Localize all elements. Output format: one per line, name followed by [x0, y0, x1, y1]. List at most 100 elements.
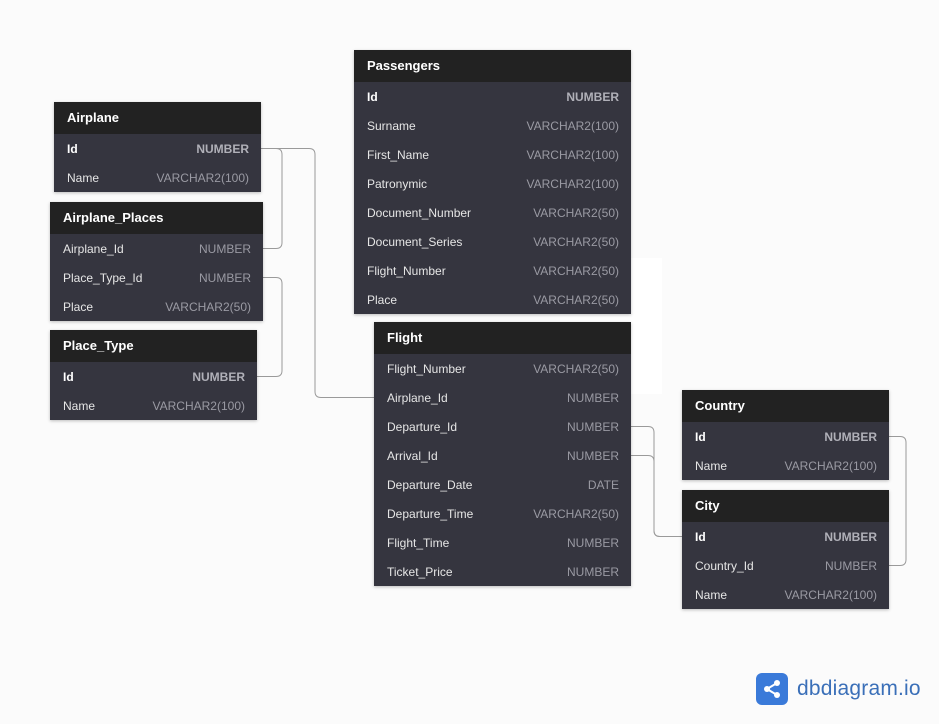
field-name: Patronymic — [367, 176, 428, 191]
table-row[interactable]: Id NUMBER — [54, 134, 261, 163]
table-title[interactable]: Flight — [374, 322, 631, 354]
field-type: NUMBER — [198, 241, 251, 256]
table-row[interactable]: First_Name VARCHAR2(100) — [354, 140, 631, 169]
table-title[interactable]: Passengers — [354, 50, 631, 82]
table-airplane[interactable]: Airplane Id NUMBER Name VARCHAR2(100) — [54, 102, 261, 192]
field-name: Place — [63, 299, 94, 314]
table-row[interactable]: Document_Number VARCHAR2(50) — [354, 198, 631, 227]
table-country[interactable]: Country Id NUMBER Name VARCHAR2(100) — [682, 390, 889, 480]
link-flight-arrival-id-city-id — [631, 455, 682, 537]
field-type: VARCHAR2(50) — [533, 234, 619, 249]
table-row[interactable]: Flight_Time NUMBER — [374, 528, 631, 557]
field-name: Id — [367, 89, 378, 104]
field-type: VARCHAR2(50) — [533, 263, 619, 278]
field-type: VARCHAR2(50) — [533, 361, 619, 376]
field-type: VARCHAR2(100) — [784, 458, 877, 473]
brand-name: dbdiagram.io — [797, 677, 921, 700]
table-row[interactable]: Id NUMBER — [50, 362, 257, 391]
field-name: Name — [695, 587, 728, 602]
table-row[interactable]: Name VARCHAR2(100) — [682, 451, 889, 480]
link-country-id-city-country-id — [889, 436, 907, 566]
field-type: NUMBER — [196, 141, 249, 156]
table-passengers[interactable]: Passengers Id NUMBER Surname VARCHAR2(10… — [354, 50, 631, 314]
table-row[interactable]: Patronymic VARCHAR2(100) — [354, 169, 631, 198]
field-name: Name — [67, 170, 100, 185]
table-title[interactable]: Airplane — [54, 102, 261, 134]
field-name: Document_Series — [367, 234, 463, 249]
field-name: Place — [367, 292, 398, 307]
table-row[interactable]: Place_Type_Id NUMBER — [50, 263, 263, 292]
table-row[interactable]: Name VARCHAR2(100) — [50, 391, 257, 420]
field-name: Id — [67, 141, 78, 156]
table-city[interactable]: City Id NUMBER Country_Id NUMBER Name VA… — [682, 490, 889, 609]
table-title[interactable]: Airplane_Places — [50, 202, 263, 234]
field-type: NUMBER — [824, 429, 877, 444]
dbdiagram-brand[interactable]: dbdiagram.io — [756, 673, 921, 705]
table-title[interactable]: City — [682, 490, 889, 522]
field-type: VARCHAR2(100) — [784, 587, 877, 602]
field-type: VARCHAR2(100) — [526, 118, 619, 133]
field-name: First_Name — [367, 147, 430, 162]
field-name: Id — [695, 529, 706, 544]
field-type: NUMBER — [824, 558, 877, 573]
field-type: NUMBER — [824, 529, 877, 544]
field-name: Airplane_Id — [63, 241, 124, 256]
table-row[interactable]: Place VARCHAR2(50) — [50, 292, 263, 321]
field-name: Departure_Date — [387, 477, 473, 492]
table-row[interactable]: Departure_Id NUMBER — [374, 412, 631, 441]
table-row[interactable]: Id NUMBER — [682, 422, 889, 451]
field-type: VARCHAR2(100) — [156, 170, 249, 185]
field-name: Ticket_Price — [387, 564, 453, 579]
share-icon — [756, 673, 788, 705]
field-type: VARCHAR2(50) — [533, 506, 619, 521]
table-row[interactable]: Surname VARCHAR2(100) — [354, 111, 631, 140]
table-row[interactable]: Flight_Number VARCHAR2(50) — [354, 256, 631, 285]
field-name: Departure_Id — [387, 419, 458, 434]
link-flight-departure-id-city-id — [631, 426, 682, 537]
field-type: VARCHAR2(100) — [526, 147, 619, 162]
table-flight[interactable]: Flight Flight_Number VARCHAR2(50) Airpla… — [374, 322, 631, 586]
field-name: Name — [63, 398, 96, 413]
table-place-type[interactable]: Place_Type Id NUMBER Name VARCHAR2(100) — [50, 330, 257, 420]
field-name: Airplane_Id — [387, 390, 448, 405]
field-type: NUMBER — [566, 448, 619, 463]
table-row[interactable]: Name VARCHAR2(100) — [682, 580, 889, 609]
table-row[interactable]: Ticket_Price NUMBER — [374, 557, 631, 586]
field-name: Name — [695, 458, 728, 473]
field-name: Arrival_Id — [387, 448, 438, 463]
field-name: Place_Type_Id — [63, 270, 143, 285]
table-row[interactable]: Airplane_Id NUMBER — [374, 383, 631, 412]
table-airplane-places[interactable]: Airplane_Places Airplane_Id NUMBER Place… — [50, 202, 263, 321]
field-name: Flight_Number — [387, 361, 466, 376]
table-row[interactable]: Country_Id NUMBER — [682, 551, 889, 580]
field-type: NUMBER — [566, 564, 619, 579]
field-name: Id — [695, 429, 706, 444]
table-title[interactable]: Place_Type — [50, 330, 257, 362]
field-type: NUMBER — [566, 390, 619, 405]
field-name: Document_Number — [367, 205, 472, 220]
field-name: Id — [63, 369, 74, 384]
table-row[interactable]: Airplane_Id NUMBER — [50, 234, 263, 263]
field-name: Flight_Time — [387, 535, 450, 550]
field-type: NUMBER — [192, 369, 245, 384]
table-row[interactable]: Document_Series VARCHAR2(50) — [354, 227, 631, 256]
table-row[interactable]: Id NUMBER — [354, 82, 631, 111]
table-row[interactable]: Place VARCHAR2(50) — [354, 285, 631, 314]
table-row[interactable]: Arrival_Id NUMBER — [374, 441, 631, 470]
field-type: NUMBER — [566, 535, 619, 550]
field-type: NUMBER — [198, 270, 251, 285]
field-type: VARCHAR2(50) — [533, 205, 619, 220]
table-row[interactable]: Id NUMBER — [682, 522, 889, 551]
table-row[interactable]: Flight_Number VARCHAR2(50) — [374, 354, 631, 383]
field-name: Departure_Time — [387, 506, 474, 521]
table-row[interactable]: Departure_Date DATE — [374, 470, 631, 499]
table-title[interactable]: Country — [682, 390, 889, 422]
field-name: Country_Id — [695, 558, 754, 573]
field-type: VARCHAR2(50) — [533, 292, 619, 307]
table-row[interactable]: Name VARCHAR2(100) — [54, 163, 261, 192]
field-type: DATE — [587, 477, 619, 492]
field-name: Flight_Number — [367, 263, 446, 278]
table-row[interactable]: Departure_Time VARCHAR2(50) — [374, 499, 631, 528]
field-type: VARCHAR2(50) — [165, 299, 251, 314]
